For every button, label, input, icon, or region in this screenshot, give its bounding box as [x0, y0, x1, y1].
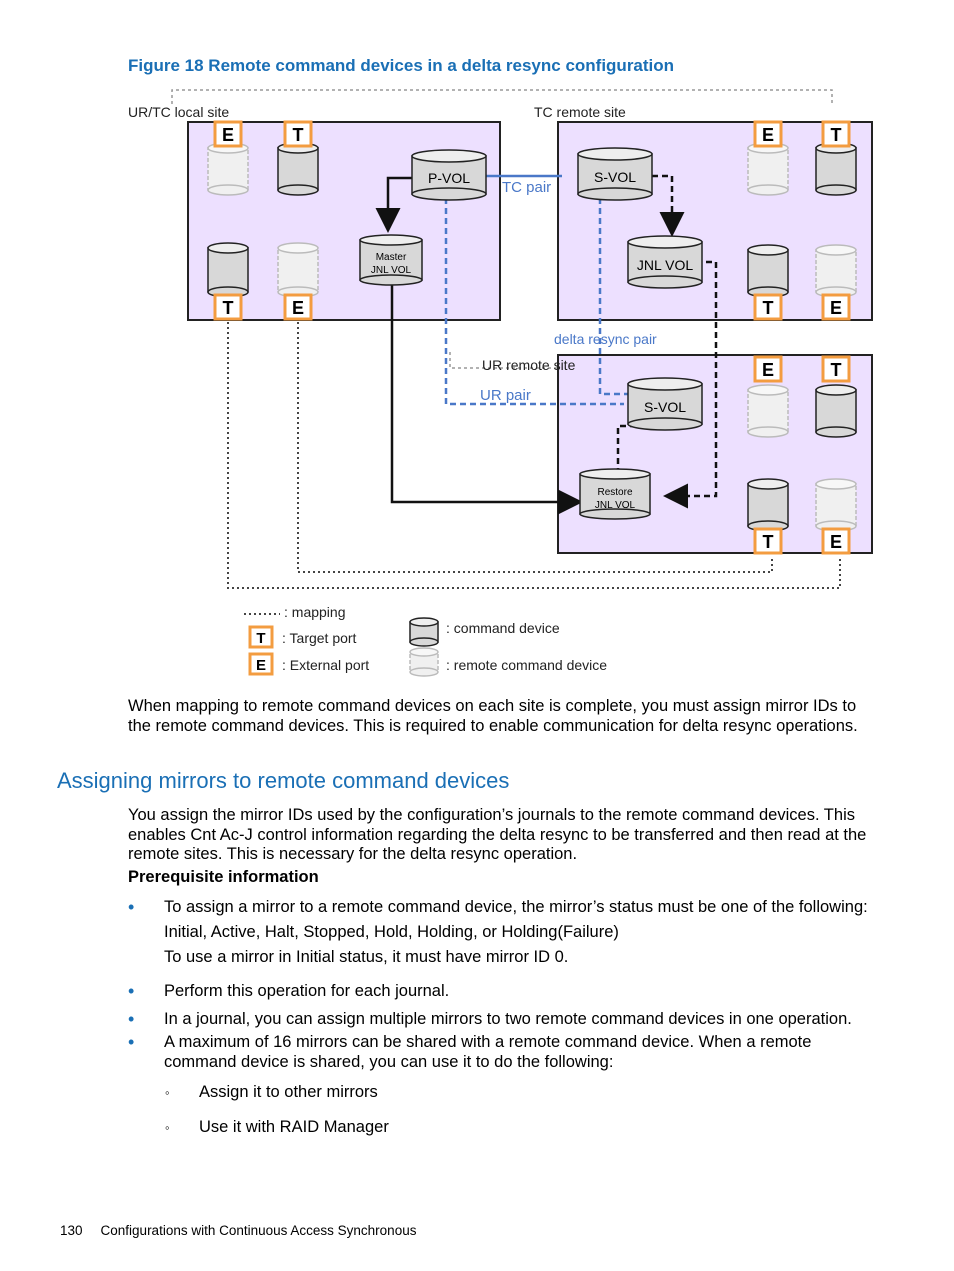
bullet-icon: • [128, 1009, 135, 1029]
local-site-label: UR/TC local site [128, 104, 229, 120]
ur-command-device-bottom [747, 478, 789, 532]
ur-remote-site-label: UR remote site [482, 357, 576, 373]
tc-command-device-bottom [747, 244, 789, 298]
svg-text:JNL VOL: JNL VOL [637, 257, 693, 273]
tc-command-device-top [815, 142, 857, 196]
sub-list-item: Assign it to other mirrors [199, 1083, 378, 1101]
svg-text:: mapping: : mapping [284, 604, 345, 620]
chapter-title: Configurations with Continuous Access Sy… [100, 1223, 417, 1238]
sub-list-item: Use it with RAID Manager [199, 1118, 389, 1136]
svg-text:: remote command device: : remote command device [446, 657, 607, 673]
svg-text:Master: Master [376, 252, 407, 263]
list-item-text: In a journal, you can assign multiple mi… [164, 1010, 852, 1028]
target-port-badge: T [753, 527, 783, 555]
ur-pair-label: UR pair [480, 387, 531, 404]
section-heading: Assigning mirrors to remote command devi… [57, 768, 510, 793]
sub-bullet-icon: ◦ [165, 1085, 170, 1100]
svg-text:T: T [831, 125, 842, 145]
delta-resync-pair-label: delta resync pair [554, 331, 657, 347]
svg-text:T: T [763, 532, 774, 552]
bullet-icon: • [128, 1032, 135, 1052]
target-port-badge: T [821, 355, 851, 383]
section-paragraph: You assign the mirror IDs used by the co… [128, 806, 867, 863]
svg-text:E: E [292, 298, 304, 318]
svg-text:JNL VOL: JNL VOL [371, 265, 412, 276]
sub-bullet-icon: ◦ [165, 1120, 170, 1135]
ur-remote-command-device-top [747, 384, 789, 438]
bullet-icon: • [128, 897, 135, 917]
svg-text:P-VOL: P-VOL [428, 170, 470, 186]
local-remote-command-device-bottom [277, 242, 319, 298]
external-port-badge: E [753, 355, 783, 383]
target-port-badge: T [213, 293, 243, 321]
external-port-badge: E [283, 293, 313, 321]
svg-text:S-VOL: S-VOL [594, 169, 636, 185]
svg-text:: External port: : External port [282, 657, 369, 673]
svg-text:E: E [762, 125, 774, 145]
svg-text:S-VOL: S-VOL [644, 399, 686, 415]
target-port-badge: T [753, 293, 783, 321]
ur-command-device-top [815, 384, 857, 438]
page-number: 130 [60, 1223, 83, 1238]
svg-text:: command device: : command device [446, 620, 560, 636]
tc-remote-command-device-bottom [815, 244, 857, 298]
tc-remote-command-device-top [747, 142, 789, 196]
status-note: To use a mirror in Initial status, it mu… [164, 948, 569, 966]
figure-legend: : mapping T : Target port E : External p… [244, 604, 607, 677]
delta-resync-diagram: UR/TC local site TC remote site UR remot… [120, 82, 880, 682]
local-remote-command-device-top [207, 142, 249, 196]
ur-remote-command-device-bottom [815, 478, 857, 532]
intro-paragraph: When mapping to remote command devices o… [128, 697, 858, 735]
tc-pair-label: TC pair [502, 179, 551, 196]
svg-text:T: T [831, 360, 842, 380]
svg-text:E: E [256, 657, 266, 674]
svg-text:Restore: Restore [597, 487, 632, 498]
list-item-text: A maximum of 16 mirrors can be shared wi… [164, 1033, 812, 1071]
local-command-device-bottom [207, 242, 249, 298]
figure-caption: Figure 18 Remote command devices in a de… [128, 56, 675, 75]
master-jnl-vol-cylinder: Master JNL VOL [359, 234, 423, 286]
ur-svol-cylinder: S-VOL [627, 377, 703, 431]
tc-svol-cylinder: S-VOL [577, 147, 653, 201]
svg-text:T: T [293, 125, 304, 145]
svg-text:T: T [223, 298, 234, 318]
svg-text:E: E [762, 360, 774, 380]
local-command-device-top [277, 142, 319, 196]
list-item-text: To assign a mirror to a remote command d… [164, 898, 868, 916]
status-list: Initial, Active, Halt, Stopped, Hold, Ho… [164, 923, 619, 941]
svg-text:E: E [830, 298, 842, 318]
list-item-text: Perform this operation for each journal. [164, 982, 450, 1000]
prerequisite-title: Prerequisite information [128, 868, 319, 886]
restore-jnl-vol-cylinder: Restore JNL VOL [579, 468, 651, 520]
svg-text:E: E [830, 532, 842, 552]
bullet-icon: • [128, 981, 135, 1001]
tc-remote-site-label: TC remote site [534, 104, 626, 120]
pvol-cylinder: P-VOL [411, 149, 487, 201]
page-footer: 130 Configurations with Continuous Access… [60, 1223, 416, 1238]
svg-text:E: E [222, 125, 234, 145]
target-port-badge: T [821, 120, 851, 148]
external-port-badge: E [821, 527, 851, 555]
external-port-badge: E [753, 120, 783, 148]
svg-text:T: T [256, 630, 265, 647]
svg-text:: Target port: : Target port [282, 630, 357, 646]
svg-text:T: T [763, 298, 774, 318]
jnl-vol-cylinder: JNL VOL [627, 235, 703, 289]
target-port-badge: T [283, 120, 313, 148]
svg-text:JNL VOL: JNL VOL [595, 500, 636, 511]
external-port-badge: E [821, 293, 851, 321]
external-port-badge: E [213, 120, 243, 148]
